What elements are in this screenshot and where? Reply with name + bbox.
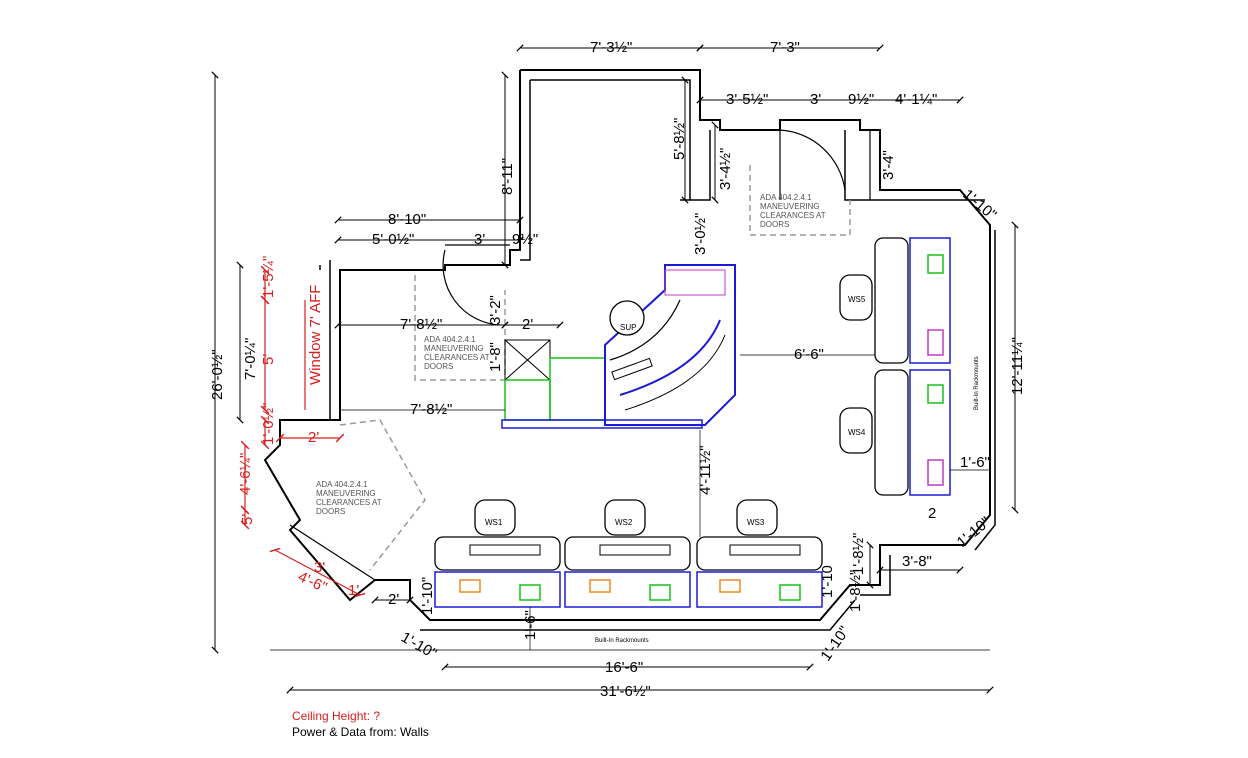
svg-text:7'-8½": 7'-8½" [410, 401, 452, 418]
svg-text:3'-4½": 3'-4½" [717, 148, 734, 190]
svg-text:1'-6": 1'-6" [960, 454, 990, 471]
svg-text:5': 5' [239, 514, 256, 525]
dimension-lines [211, 44, 1019, 694]
svg-text:3'-8": 3'-8" [902, 553, 932, 570]
svg-text:3'-0½": 3'-0½" [692, 213, 709, 255]
svg-text:ADA 404.2.4.1: ADA 404.2.4.1 [424, 335, 476, 344]
svg-text:CLEARANCES AT: CLEARANCES AT [316, 498, 382, 507]
svg-text:3'-4": 3'-4" [880, 150, 897, 180]
svg-text:6'-6": 6'-6" [794, 346, 824, 363]
svg-text:1'-10": 1'-10" [398, 629, 440, 663]
ws5-label: WS5 [848, 295, 866, 304]
svg-text:7'-3½": 7'-3½" [590, 39, 632, 56]
svg-text:7'-8½": 7'-8½" [400, 316, 442, 333]
svg-text:CLEARANCES AT: CLEARANCES AT [424, 353, 490, 362]
svg-text:1'-10": 1'-10" [419, 577, 436, 615]
svg-text:3': 3' [810, 91, 821, 108]
window-label: Window 7' AFF [307, 285, 324, 385]
svg-text:ADA 404.2.4.1: ADA 404.2.4.1 [316, 480, 368, 489]
svg-text:5'-8½": 5'-8½" [671, 118, 688, 160]
red-dimension-labels: 1'-5¼" 5' 1'-0½" 2' 4'-6¼" 5' 3' 4'-6" 1… [237, 256, 359, 599]
svg-text:1'-8½": 1'-8½" [847, 570, 864, 612]
svg-text:5': 5' [260, 354, 277, 365]
svg-text:1'-5¼": 1'-5¼" [260, 256, 277, 298]
svg-text:DOORS: DOORS [424, 362, 453, 371]
room-walls [263, 69, 996, 631]
builtin-rack-bottom: Built-In Rackmounts [595, 638, 649, 644]
builtin-rack-right: Built-In Rackmounts [974, 356, 980, 410]
workstation-column-right: WS5 WS4 [839, 237, 951, 496]
svg-text:1'-10": 1'-10" [959, 186, 999, 224]
svg-text:16'-6": 16'-6" [605, 659, 643, 676]
svg-text:2': 2' [522, 316, 533, 333]
svg-text:1': 1' [348, 582, 359, 599]
svg-text:3'-5½": 3'-5½" [726, 91, 768, 108]
svg-text:9½": 9½" [512, 231, 538, 248]
svg-text:7'-3": 7'-3" [770, 39, 800, 56]
svg-text:9½": 9½" [848, 91, 874, 108]
power-data-note: Power & Data from: Walls [292, 725, 429, 739]
ceiling-height-note: Ceiling Height: ? [292, 709, 381, 723]
svg-text:1'-6": 1'-6" [522, 610, 539, 640]
ws3-label: WS3 [747, 518, 765, 527]
ada-note-2: ADA 404.2.4.1 MANEUVERING CLEARANCES AT … [424, 335, 490, 371]
svg-text:4'-11½": 4'-11½" [697, 445, 714, 495]
red-dimension-lines [240, 265, 366, 598]
sup-label: SUP [620, 323, 636, 332]
svg-text:1'-8½": 1'-8½" [850, 533, 867, 575]
svg-text:1'-0½": 1'-0½" [260, 403, 277, 445]
svg-text:12'-11¼": 12'-11¼" [1009, 337, 1026, 395]
ada-note-1: ADA 404.2.4.1 MANEUVERING CLEARANCES AT … [760, 193, 826, 229]
ws2-label: WS2 [615, 518, 633, 527]
svg-text:7'-0¼": 7'-0¼" [242, 338, 259, 380]
ada-note-3: ADA 404.2.4.1 MANEUVERING CLEARANCES AT … [316, 480, 382, 516]
ws1-label: WS1 [485, 518, 503, 527]
svg-text:CLEARANCES AT: CLEARANCES AT [760, 211, 826, 220]
svg-text:2': 2' [308, 429, 319, 446]
svg-text:2: 2 [928, 505, 936, 522]
svg-text:8'-10": 8'-10" [388, 211, 426, 228]
sup-console: SUP [501, 264, 736, 429]
svg-text:8'-11": 8'-11" [499, 158, 516, 195]
svg-text:2': 2' [388, 591, 399, 608]
svg-text:26'-0½": 26'-0½" [209, 349, 226, 400]
svg-text:1'-10: 1'-10 [819, 565, 836, 598]
svg-text:4'-1¼": 4'-1¼" [895, 91, 937, 108]
svg-text:3': 3' [314, 559, 325, 576]
svg-text:MANEUVERING: MANEUVERING [424, 344, 484, 353]
door-top [779, 129, 846, 200]
svg-text:5'-0½": 5'-0½" [372, 231, 414, 248]
svg-text:ADA 404.2.4.1: ADA 404.2.4.1 [760, 193, 812, 202]
svg-text:1'-8": 1'-8" [487, 342, 504, 372]
svg-text:3': 3' [474, 231, 485, 248]
svg-text:31'-6½": 31'-6½" [600, 683, 651, 700]
svg-text:MANEUVERING: MANEUVERING [316, 489, 376, 498]
svg-text:3'-2": 3'-2" [487, 295, 504, 325]
svg-text:MANEUVERING: MANEUVERING [760, 202, 820, 211]
workstation-row-bottom: WS1 WS2 WS3 [434, 499, 823, 608]
svg-text:DOORS: DOORS [316, 507, 345, 516]
ws4-label: WS4 [848, 428, 866, 437]
svg-text:4'-6¼": 4'-6¼" [237, 453, 254, 495]
svg-text:DOORS: DOORS [760, 220, 789, 229]
